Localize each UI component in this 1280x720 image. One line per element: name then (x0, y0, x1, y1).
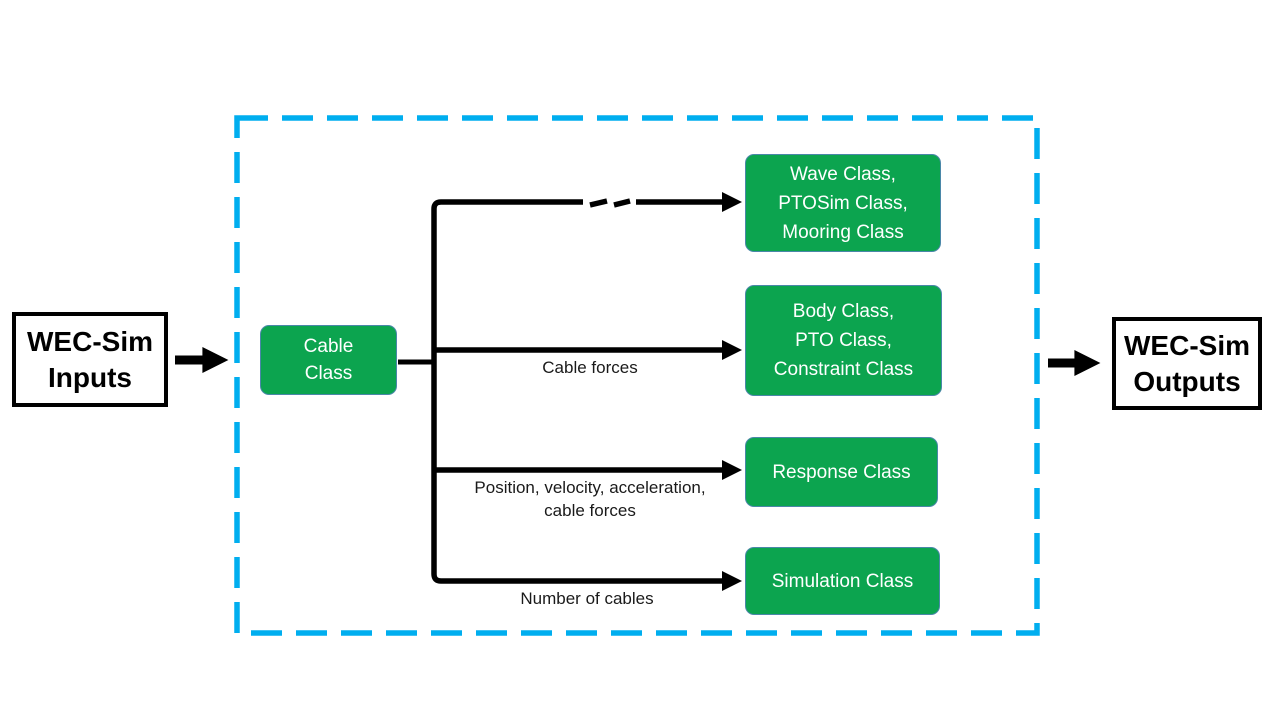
body-pto-constraint-label: Body Class, PTO Class, Constraint Class (773, 301, 914, 380)
position-velocity-label: Position, velocity, acceleration, cable … (474, 478, 706, 520)
cable-class-label: Cable Class (303, 336, 354, 384)
simulation-class-label: Simulation Class (771, 570, 914, 592)
wave-ptosim-mooring-box: Wave Class, PTOSim Class, Mooring Class (745, 154, 941, 252)
body-pto-constraint-box: Body Class, PTO Class, Constraint Class (745, 285, 942, 396)
response-class-label: Response Class (772, 461, 911, 483)
wec-sim-outputs-label: WEC-Sim Outputs (1124, 329, 1250, 397)
cable-forces-label: Cable forces (542, 358, 638, 377)
simulation-class-box: Simulation Class (745, 547, 940, 615)
wec-sim-inputs-box: WEC-Sim Inputs (12, 312, 168, 407)
number-of-cables-label: Number of cables (520, 589, 654, 608)
wec-sim-outputs-box: WEC-Sim Outputs (1112, 317, 1262, 410)
cable-class-box: Cable Class (260, 325, 397, 395)
trunk-line (431, 199, 742, 591)
response-class-box: Response Class (745, 437, 938, 507)
wec-sim-inputs-label: WEC-Sim Inputs (27, 325, 153, 393)
wave-ptosim-mooring-label: Wave Class, PTOSim Class, Mooring Class (778, 163, 908, 243)
top-branch-break-dashes (589, 198, 631, 208)
